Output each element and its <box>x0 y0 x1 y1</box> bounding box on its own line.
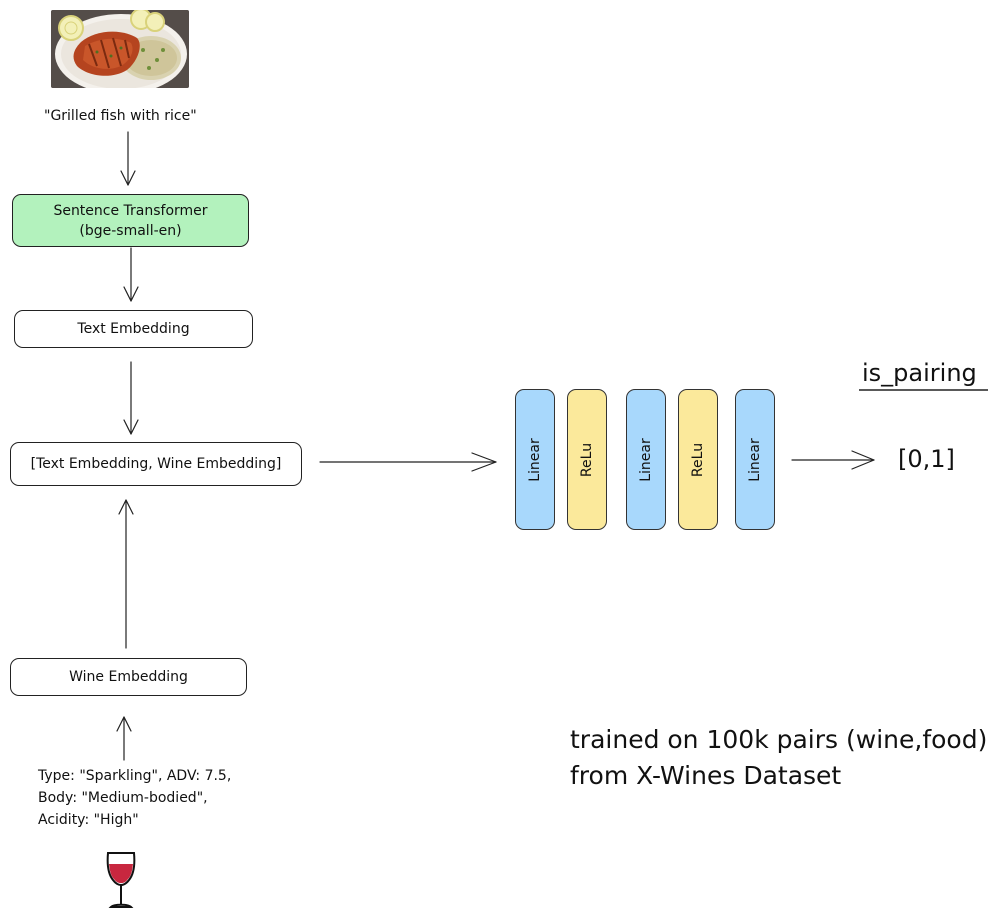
arrow-text-embedding-to-concat <box>123 361 139 435</box>
dish-caption: "Grilled fish with rice" <box>44 108 197 124</box>
training-note-line-1: trained on 100k pairs (wine,food) <box>570 725 988 754</box>
output-title: is_pairing <box>862 359 977 387</box>
arrow-attributes-to-wine-embedding <box>116 716 132 761</box>
training-note-line-2: from X-Wines Dataset <box>570 761 842 790</box>
wine-embedding-label: Wine Embedding <box>69 669 188 685</box>
wine-attribute-line-3: Acidity: "High" <box>38 812 139 828</box>
sentence-transformer-model: (bge-small-en) <box>79 222 182 239</box>
mlp-layer-label: ReLu <box>578 442 595 477</box>
arrow-mlp-to-output <box>791 450 875 470</box>
mlp-layer-label: Linear <box>747 437 764 482</box>
mlp-layer-relu-2: ReLu <box>678 389 718 530</box>
concat-embedding-label: [Text Embedding, Wine Embedding] <box>30 456 282 472</box>
mlp-layer-linear-1: Linear <box>515 389 555 530</box>
output-range: [0,1] <box>898 445 955 473</box>
wine-glass-icon <box>106 852 136 908</box>
arrow-transformer-to-text-embedding <box>123 247 139 302</box>
arrow-concat-to-mlp <box>319 452 497 472</box>
text-embedding-label: Text Embedding <box>77 321 190 337</box>
mlp-layer-linear-3: Linear <box>735 389 775 530</box>
wine-embedding-box: Wine Embedding <box>10 658 247 696</box>
mlp-layer-label: Linear <box>638 437 655 482</box>
arrow-wine-embedding-to-concat <box>118 499 134 649</box>
wine-attribute-line-1: Type: "Sparkling", ADV: 7.5, <box>38 768 232 784</box>
mlp-layer-linear-2: Linear <box>626 389 666 530</box>
arrow-caption-to-transformer <box>120 131 136 186</box>
grilled-fish-dish-image <box>51 10 189 88</box>
concat-embedding-box: [Text Embedding, Wine Embedding] <box>10 442 302 486</box>
mlp-layer-relu-1: ReLu <box>567 389 607 530</box>
sentence-transformer-title: Sentence Transformer <box>53 202 208 219</box>
mlp-layer-label: ReLu <box>689 442 706 477</box>
mlp-layer-label: Linear <box>527 437 544 482</box>
sentence-transformer-box: Sentence Transformer (bge-small-en) <box>12 194 249 247</box>
wine-attribute-line-2: Body: "Medium-bodied", <box>38 790 208 806</box>
text-embedding-box: Text Embedding <box>14 310 253 348</box>
